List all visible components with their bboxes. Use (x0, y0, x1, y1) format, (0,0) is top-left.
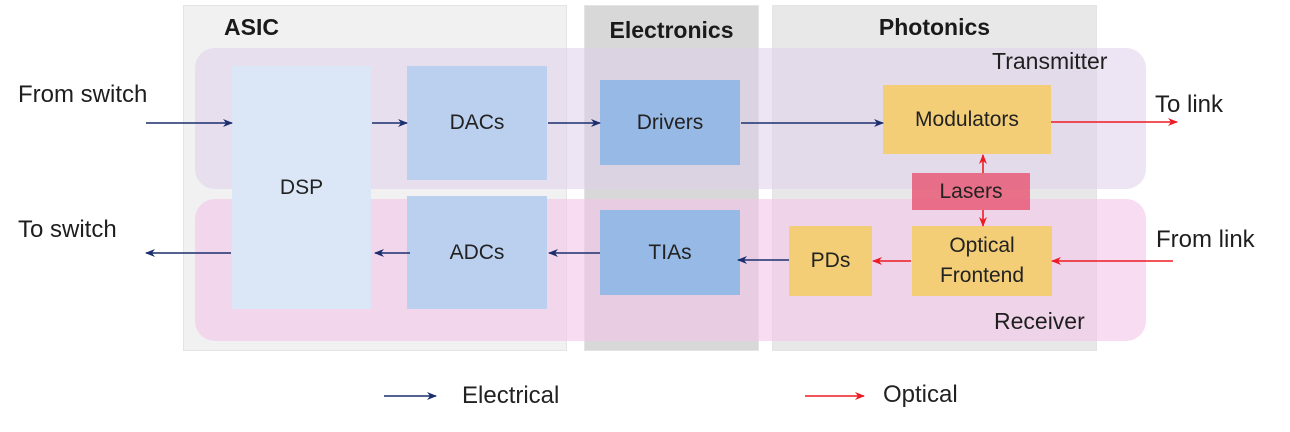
transmitter-label: Transmitter (992, 48, 1108, 74)
receiver-label: Receiver (994, 308, 1085, 334)
legend-optical-label: Optical (883, 381, 958, 408)
dacs-label: DACs (449, 111, 505, 134)
from-switch-label: From switch (18, 81, 148, 108)
adcs-block: ADCs (407, 196, 547, 309)
dsp-label: DSP (279, 175, 324, 199)
from-link-label: From link (1156, 226, 1255, 253)
electronics-title: Electronics (609, 17, 734, 43)
drivers-label: Drivers (636, 110, 704, 134)
pds-label: PDs (810, 249, 851, 272)
pds-block: PDs (789, 226, 872, 296)
tias-label: TIAs (648, 240, 692, 264)
dsp-block: DSP (232, 66, 371, 309)
optical-frontend-block: Optical Frontend (912, 226, 1052, 296)
drivers-block: Drivers (600, 80, 740, 165)
asic-title: ASIC (224, 14, 279, 40)
legend-electrical-label: Electrical (462, 382, 560, 409)
modulators-block: Modulators (883, 85, 1051, 154)
optical-frontend-label: Optical Frontend (939, 234, 1025, 287)
to-switch-label: To switch (18, 216, 117, 243)
adcs-label: ADCs (449, 240, 505, 264)
lasers-label: Lasers (939, 179, 1003, 203)
to-link-label: To link (1155, 91, 1224, 118)
photonics-title: Photonics (878, 14, 991, 40)
dacs-block: DACs (407, 66, 547, 180)
lasers-block: Lasers (912, 173, 1030, 210)
modulators-label: Modulators (915, 107, 1019, 131)
tias-block: TIAs (600, 210, 740, 295)
